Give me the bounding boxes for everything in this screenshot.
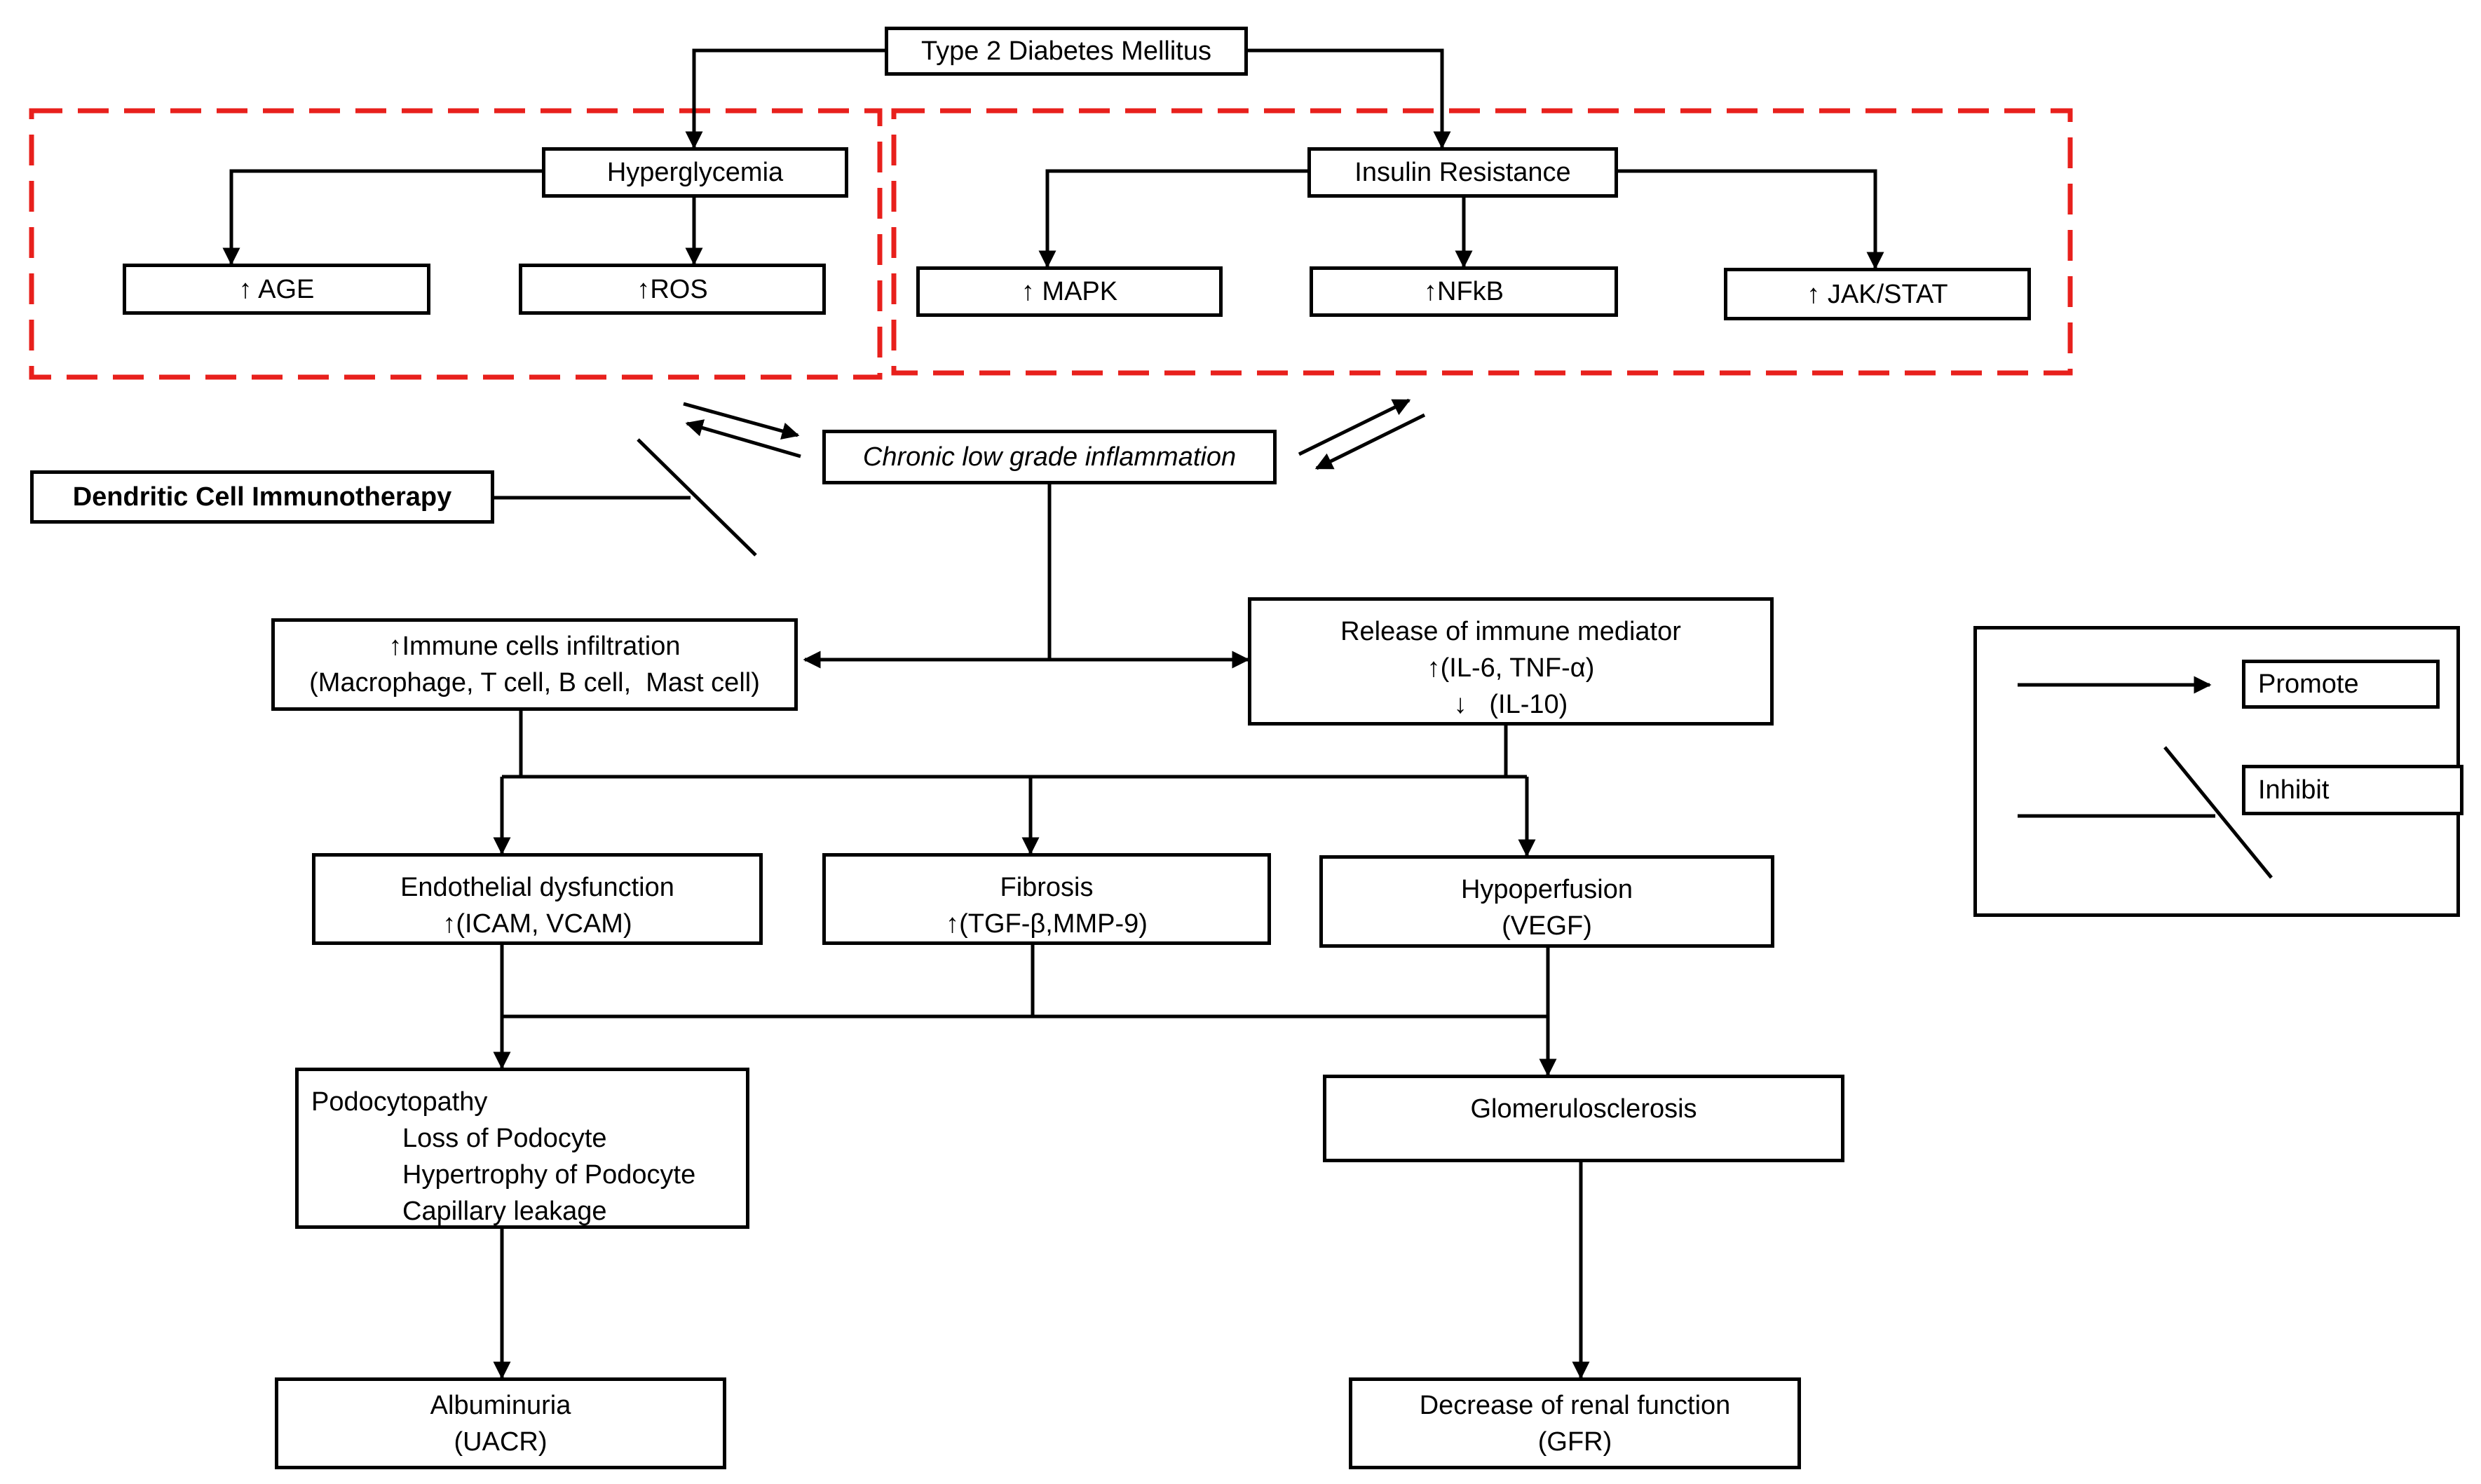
type2-diabetes-node: Type 2 Diabetes Mellitus <box>885 27 1248 76</box>
mapk-node: ↑ MAPK <box>916 266 1223 317</box>
glomerulosclerosis-label: Glomerulosclerosis <box>1470 1094 1697 1124</box>
up-arrow-icon: ↑ <box>1807 279 1821 309</box>
glomerulosclerosis-node: Glomerulosclerosis <box>1323 1075 1844 1162</box>
dendritic-therapy-node: Dendritic Cell Immunotherapy <box>30 470 494 524</box>
chronic-inflammation-label: Chronic low grade inflammation <box>862 442 1237 472</box>
up-arrow-icon: ↑ <box>637 274 651 304</box>
podocytopathy-item: Hypertrophy of Podocyte <box>402 1160 696 1190</box>
up-arrow-icon: ↑ <box>238 274 252 304</box>
fibrosis-node: Fibrosis ↑(TGF-β,MMP-9) <box>822 853 1271 945</box>
jakstat-node: ↑ JAK/STAT <box>1724 268 2031 320</box>
dendritic-therapy-label: Dendritic Cell Immunotherapy <box>72 482 452 512</box>
albuminuria-node: Albuminuria (UACR) <box>275 1377 726 1469</box>
legend-inhibit-label: Inhibit <box>2242 765 2463 815</box>
up-arrow-icon: ↑ <box>1427 653 1441 683</box>
immune-mediator-up: (IL-6, TNF-α) <box>1440 653 1595 683</box>
immune-mediator-node: Release of immune mediator ↑(IL-6, TNF-α… <box>1248 597 1774 726</box>
ros-label: ROS <box>650 274 708 304</box>
up-arrow-icon: ↑ <box>1021 277 1035 306</box>
insulin-resistance-node: Insulin Resistance <box>1307 147 1618 198</box>
nfkb-node: ↑NFkB <box>1310 266 1618 317</box>
hypoperfusion-title: Hypoperfusion <box>1460 875 1633 904</box>
hyperglycemia-label: Hyperglycemia <box>606 158 784 187</box>
endothelial-markers: (ICAM, VCAM) <box>456 909 632 939</box>
hypoperfusion-markers: (VEGF) <box>1502 911 1592 941</box>
podocytopathy-item: Capillary leakage <box>402 1197 607 1226</box>
podocytopathy-node: Podocytopathy Loss of Podocyte Hypertrop… <box>295 1068 749 1229</box>
hypoperfusion-node: Hypoperfusion (VEGF) <box>1319 855 1774 948</box>
immune-infiltration-node: ↑Immune cells infiltration (Macrophage, … <box>271 618 798 711</box>
insulin-resistance-group-border <box>891 108 2073 376</box>
legend-inhibit-bar <box>2163 746 2273 879</box>
arrow-t2dm-to-hyperglycemia <box>685 48 885 149</box>
arrow-left-forward <box>683 402 800 440</box>
age-label: AGE <box>258 274 315 304</box>
mapk-label: MAPK <box>1042 277 1118 306</box>
down-arrow-icon: ↓ <box>1453 690 1467 719</box>
ros-node: ↑ROS <box>519 264 826 315</box>
jakstat-label: JAK/STAT <box>1827 279 1948 309</box>
arrow-left-backward <box>685 419 801 458</box>
legend-promote-text: Promote <box>2258 669 2359 699</box>
endothelial-node: Endothelial dysfunction ↑(ICAM, VCAM) <box>312 853 763 945</box>
nfkb-label: NFkB <box>1437 277 1504 306</box>
arrow-hyperglycemia-to-age <box>222 169 545 266</box>
up-arrow-icon: ↑ <box>442 909 456 939</box>
podocytopathy-title: Podocytopathy <box>311 1087 488 1117</box>
age-node: ↑ AGE <box>123 264 430 315</box>
arrow-right-backward <box>1314 413 1426 470</box>
up-arrow-icon: ↑ <box>388 632 402 661</box>
renal-function-marker: (GFR) <box>1537 1427 1612 1457</box>
fibrosis-title: Fibrosis <box>1000 873 1094 902</box>
renal-function-node: Decrease of renal function (GFR) <box>1349 1377 1801 1469</box>
insulin-resistance-label: Insulin Resistance <box>1354 158 1571 187</box>
albuminuria-marker: (UACR) <box>454 1427 548 1457</box>
hyperglycemia-group-border <box>29 108 883 380</box>
immune-mediator-title: Release of immune mediator <box>1340 617 1681 646</box>
legend-promote-label: Promote <box>2242 660 2440 709</box>
immune-infiltration-cells: (Macrophage, T cell, B cell, Mast cell) <box>309 668 760 697</box>
fibrosis-markers: (TGF-β,MMP-9) <box>959 909 1148 939</box>
up-arrow-icon: ↑ <box>946 909 960 939</box>
immune-infiltration-title: Immune cells infiltration <box>402 632 681 661</box>
chronic-inflammation-node: Chronic low grade inflammation <box>822 430 1277 484</box>
arrow-ir-to-mapk <box>1038 169 1310 268</box>
endothelial-title: Endothelial dysfunction <box>400 873 674 902</box>
arrow-t2dm-to-insulin-resistance <box>1248 48 1451 149</box>
podocytopathy-item: Loss of Podocyte <box>402 1124 607 1153</box>
renal-function-title: Decrease of renal function <box>1419 1390 1731 1420</box>
type2-diabetes-label: Type 2 Diabetes Mellitus <box>921 36 1211 66</box>
legend-inhibit-text: Inhibit <box>2258 775 2330 805</box>
up-arrow-icon: ↑ <box>1424 277 1437 306</box>
inhibit-bar-dendritic <box>637 438 757 557</box>
albuminuria-title: Albuminuria <box>430 1390 571 1420</box>
immune-mediator-down: (IL-10) <box>1489 690 1568 719</box>
hyperglycemia-node: Hyperglycemia <box>542 147 848 198</box>
arrow-ir-to-jakstat <box>1616 169 1884 270</box>
arrow-right-forward <box>1298 398 1411 456</box>
